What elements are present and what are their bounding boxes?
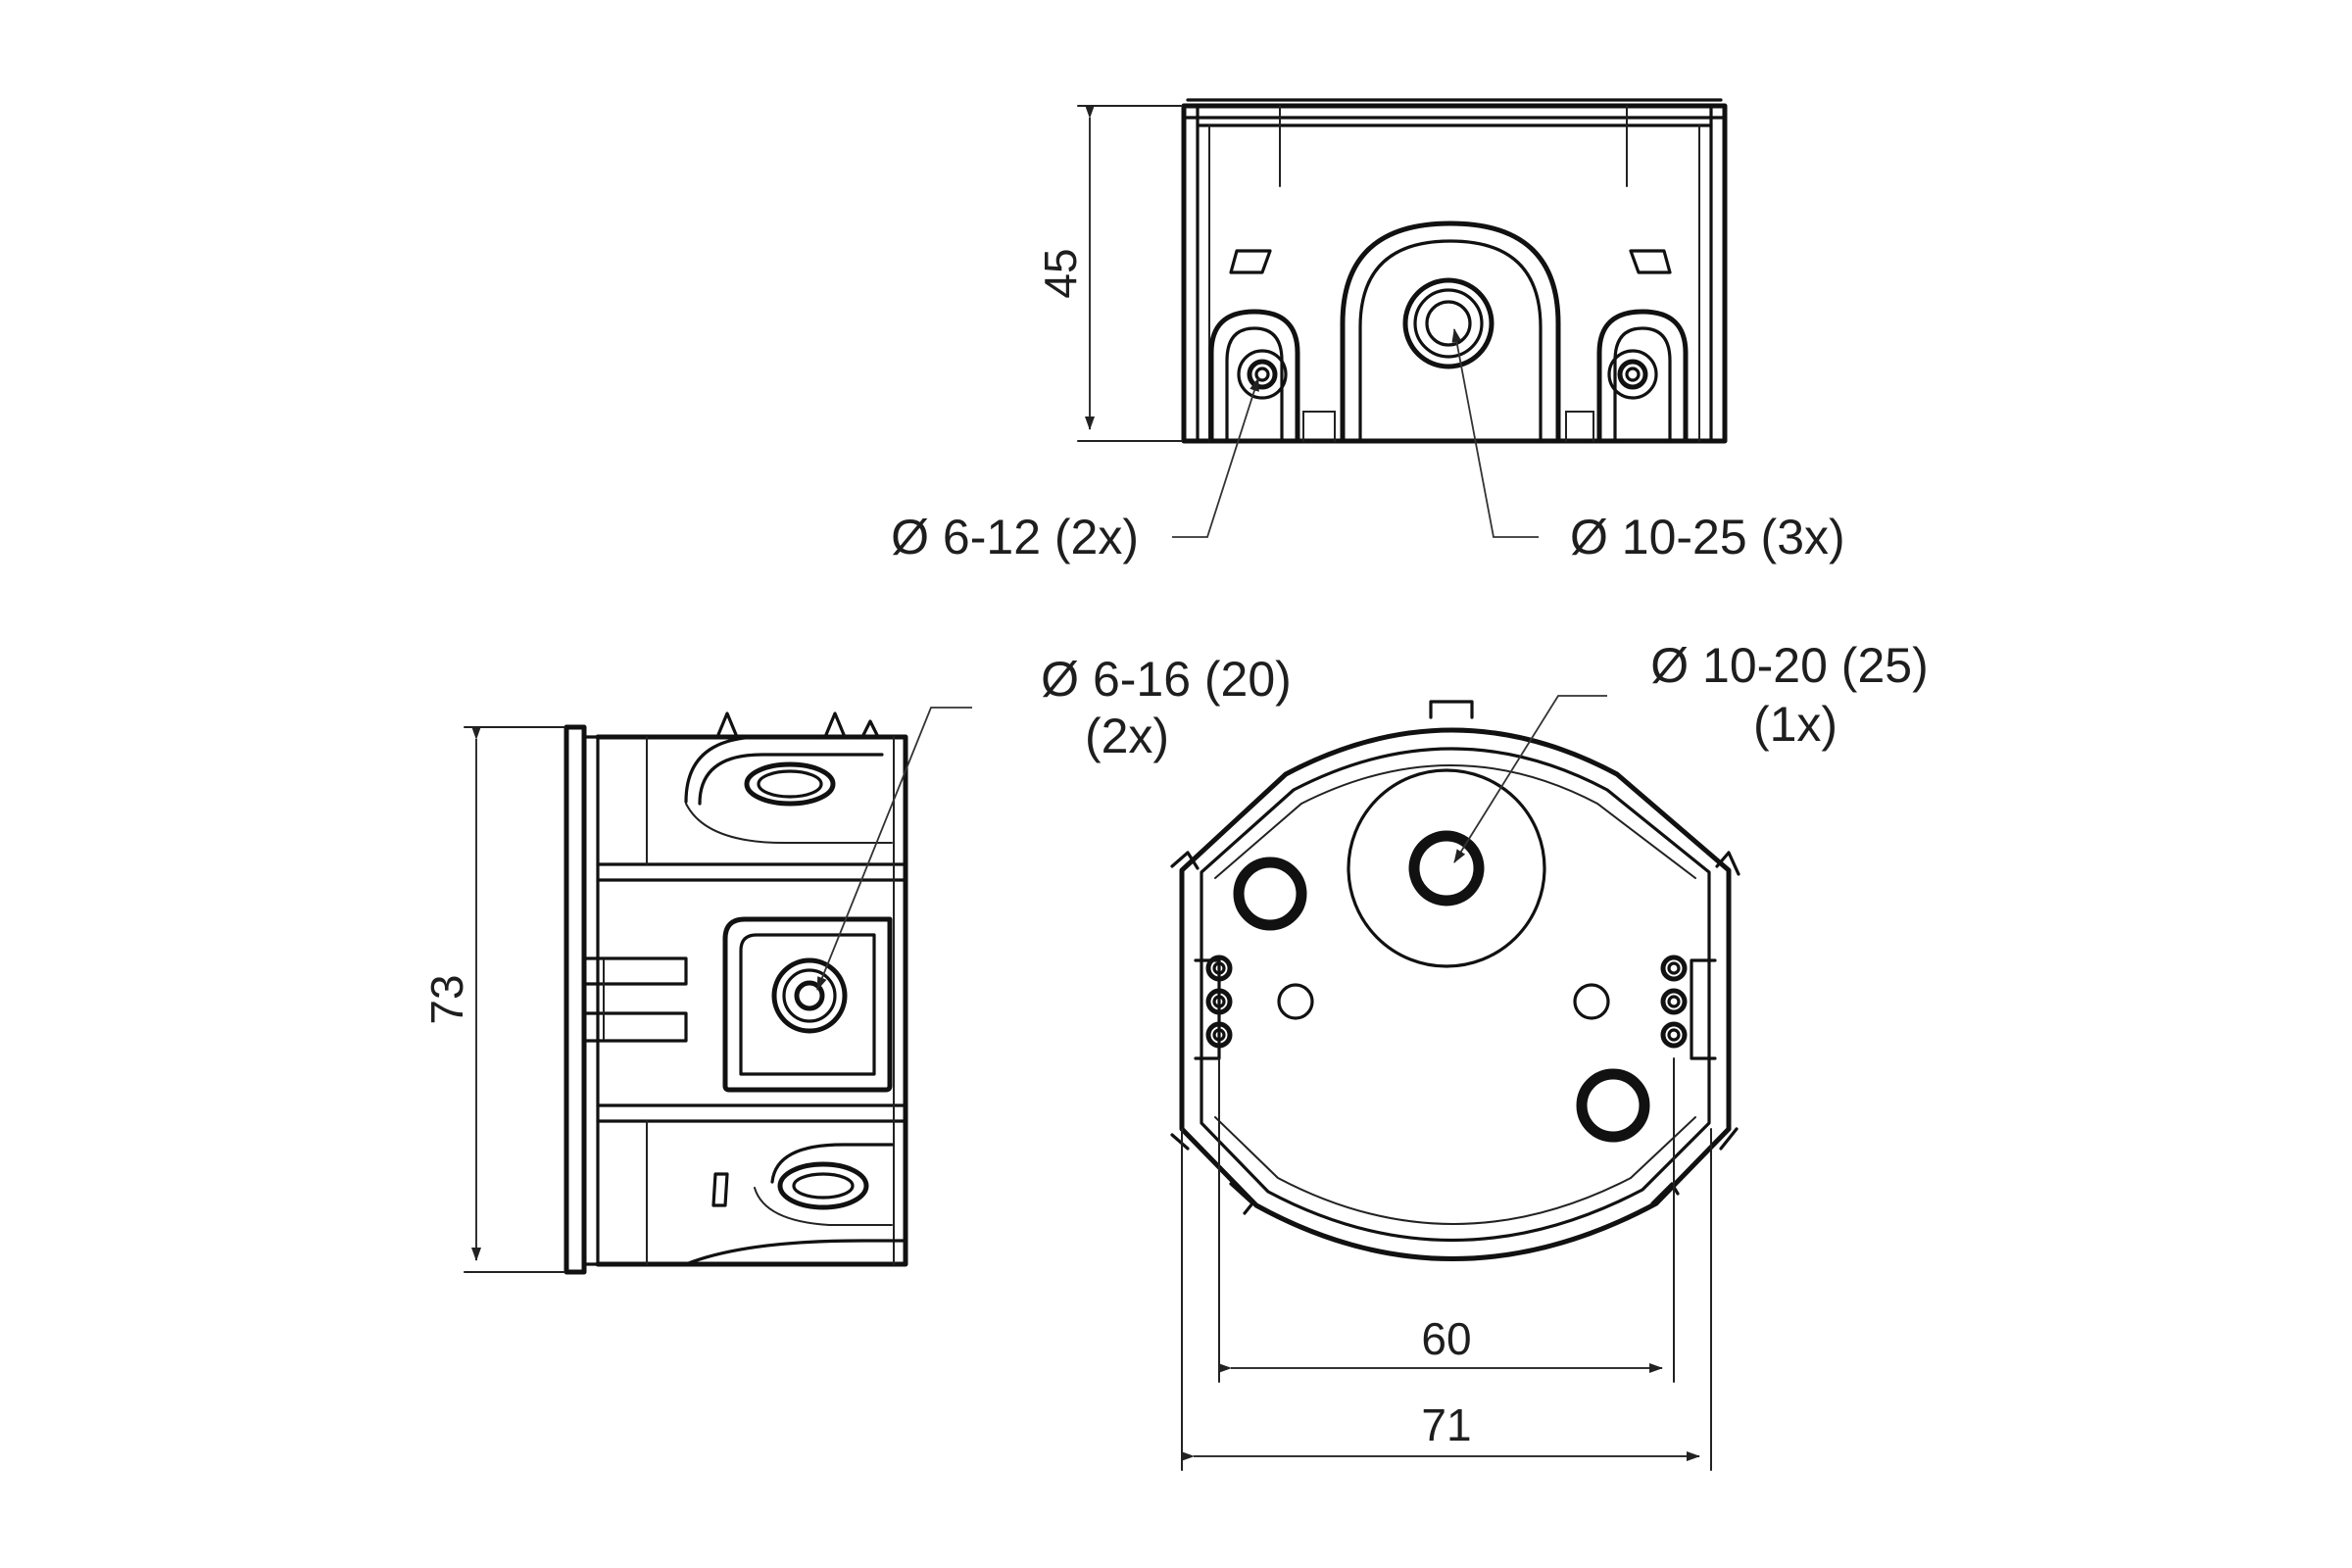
dimension-73: 73 <box>421 974 472 1024</box>
side-view: 73 <box>421 707 972 1275</box>
label-front-gland-2: (1x) <box>1753 697 1838 752</box>
dimension-71: 71 <box>1421 1399 1471 1450</box>
dimension-60: 60 <box>1421 1313 1471 1364</box>
dimension-45: 45 <box>1035 248 1086 298</box>
top-elevation-view: 45 <box>1035 98 1728 538</box>
label-large-gland-top: Ø 10-25 (3x) <box>1570 510 1845 564</box>
label-side-gland-2: (2x) <box>1085 709 1169 763</box>
label-front-gland-1: Ø 10-20 (25) <box>1650 638 1928 693</box>
label-small-gland-top: Ø 6-12 (2x) <box>891 510 1139 564</box>
front-view: 60 71 <box>1170 695 1740 1471</box>
label-side-gland-1: Ø 6-16 (20) <box>1041 652 1292 707</box>
